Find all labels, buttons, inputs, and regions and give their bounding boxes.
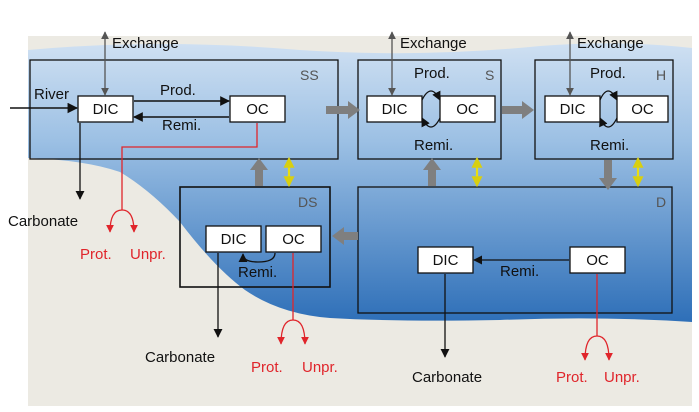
ss-river-label: River (34, 86, 69, 103)
h-box (534, 59, 674, 160)
ss-burial-line (121, 123, 258, 210)
ss-exchange-label: Exchange (112, 35, 179, 52)
ds-dic-label: DIC (221, 231, 247, 248)
ss-tag: SS (300, 67, 319, 83)
ds-dic-box (205, 225, 262, 253)
ss-to-s-flux-arrow (326, 101, 360, 119)
ds-tag: DS (298, 194, 317, 210)
ss-oc-box (229, 95, 286, 123)
s-remi-arrow (421, 117, 441, 128)
h-prod-label: Prod. (590, 65, 626, 82)
d-dic-box (417, 246, 474, 274)
ds-remi-arrow (238, 252, 276, 263)
ds-burial-split-icon (277, 319, 309, 345)
ds-oc-box (265, 225, 322, 253)
d-prot-label: Prot. (556, 369, 588, 386)
ds-box (179, 186, 331, 288)
h-exchange-label: Exchange (577, 35, 644, 52)
h-prod-arrow (599, 90, 618, 101)
h-remi-label: Remi. (590, 137, 629, 154)
h-oc-label: OC (631, 101, 654, 118)
d-to-ds-flux-arrow (332, 227, 358, 245)
s-tag: S (485, 67, 494, 83)
s-dic-label: DIC (382, 101, 408, 118)
d-box (357, 186, 673, 314)
s-prod-label: Prod. (414, 65, 450, 82)
d-burial-split-icon (581, 335, 613, 361)
ss-dic-box (77, 95, 134, 123)
d-remi-label: Remi. (500, 263, 539, 280)
s-exchange-label: Exchange (400, 35, 467, 52)
ss-oc-label: OC (246, 101, 269, 118)
ss-remi-label: Remi. (162, 117, 201, 134)
ds-unpr-label: Unpr. (302, 359, 338, 376)
s-remi-label: Remi. (414, 137, 453, 154)
h-remi-arrow (599, 117, 618, 128)
h-tag: H (656, 67, 666, 83)
ss-carbonate-label: Carbonate (8, 213, 78, 230)
ds-remi-label: Remi. (238, 264, 277, 281)
h-dic-box (544, 95, 601, 123)
s-oc-box (439, 95, 496, 123)
ss-unpr-label: Unpr. (130, 246, 166, 263)
ss-dic-label: DIC (93, 101, 119, 118)
s-prod-arrow (421, 90, 441, 101)
h-oc-box (616, 95, 669, 123)
ds-carbonate-label: Carbonate (145, 349, 215, 366)
h-to-d-flux-arrow (599, 160, 617, 190)
d-to-s-flux-arrow (423, 158, 441, 186)
d-oc-label: OC (586, 252, 609, 269)
ds-oc-label: OC (282, 231, 305, 248)
ss-burial-split-icon (106, 209, 138, 233)
s-oc-label: OC (456, 101, 479, 118)
d-unpr-label: Unpr. (604, 369, 640, 386)
s-to-h-flux-arrow (502, 101, 534, 119)
d-carbonate-label: Carbonate (412, 369, 482, 386)
d-oc-box (569, 246, 626, 274)
ss-prot-label: Prot. (80, 246, 112, 263)
d-tag: D (656, 194, 666, 210)
ds-to-ss-flux-arrow (250, 158, 268, 186)
ds-prot-label: Prot. (251, 359, 283, 376)
d-dic-label: DIC (433, 252, 459, 269)
h-dic-label: DIC (560, 101, 586, 118)
ss-prod-label: Prod. (160, 82, 196, 99)
s-dic-box (366, 95, 423, 123)
